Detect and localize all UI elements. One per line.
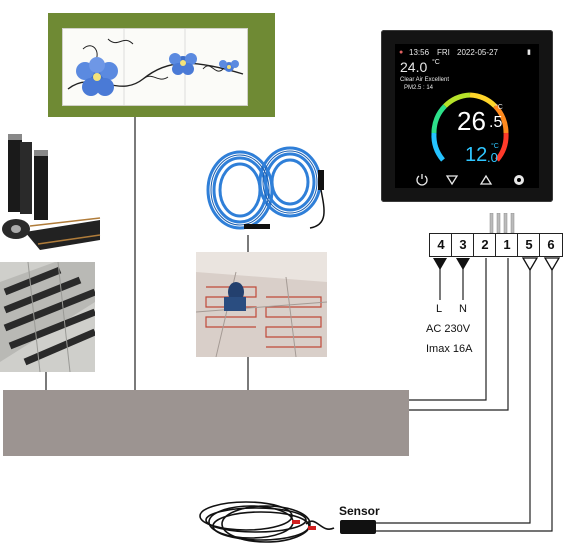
heating-film-floor-image: [0, 262, 95, 372]
label-n: N: [459, 303, 467, 315]
terminal-6: 6: [539, 233, 563, 257]
current-temperature-unit: °C: [495, 104, 503, 111]
current-temperature-decimal: .5: [489, 114, 503, 131]
lock-icon: ▮: [527, 49, 531, 56]
wire-terminal-1: [409, 258, 509, 411]
thermostat-connector-pins: [488, 212, 516, 234]
wire-terminal-5: [375, 268, 531, 524]
heating-film-rolls-image: [0, 122, 102, 250]
set-temperature-integer: 12: [465, 144, 488, 166]
clock-time: 13:56: [409, 48, 430, 57]
up-arrow-icon: [479, 174, 493, 185]
controller-box: [3, 390, 409, 456]
thermostat-screen: ● 13:56 FRI 2022-05-27 ▮ 24.0 °C Clear A…: [395, 44, 539, 188]
flower-panel-illustration: [67, 29, 244, 105]
arrow-terminal-5-icon: [521, 257, 539, 272]
terminal-1: 1: [495, 233, 519, 257]
power-icon: [416, 174, 428, 186]
clock-day: FRI: [437, 48, 450, 57]
arrow-terminal-3-icon: [456, 258, 470, 270]
heating-cable-coils-image: [200, 140, 330, 235]
gear-icon: [514, 175, 524, 185]
terminal-2: 2: [473, 233, 497, 257]
terminal-block: 4 3 2 1 5 6: [429, 233, 563, 257]
terminal-5: 5: [517, 233, 541, 257]
set-temperature-unit: °C: [491, 143, 499, 150]
thermostat-buttons: [416, 174, 524, 186]
terminal-3: 3: [451, 233, 475, 257]
down-arrow-icon: [445, 175, 459, 186]
flower-icon-small: [219, 60, 239, 72]
pm25-text: PM2.5 : 14: [404, 85, 434, 91]
sensor-cable-image: [196, 494, 336, 549]
flower-icon-medium: [169, 53, 197, 75]
room-temperature-unit: °C: [432, 59, 440, 66]
floor-heating-installation-image: [196, 252, 327, 357]
sensor-label: Sensor: [339, 504, 380, 518]
air-quality-text: Clear Air Excellent: [400, 77, 450, 83]
room-temperature: 24.0: [400, 59, 428, 75]
arrow-terminal-4-icon: [433, 258, 447, 270]
heating-panel-image: [62, 28, 248, 106]
temperature-dial: [431, 92, 509, 162]
set-temperature-decimal: .0: [487, 150, 498, 165]
wire-terminal-6: [375, 268, 553, 532]
arrow-terminal-6-icon: [543, 257, 561, 272]
sensor-probe: [340, 520, 376, 534]
wifi-icon: ●: [399, 49, 404, 56]
label-ac-voltage: AC 230V: [426, 323, 471, 335]
clock-date: 2022-05-27: [457, 48, 498, 57]
label-l: L: [436, 303, 443, 315]
current-temperature-integer: 26: [457, 106, 486, 136]
wire-terminal-2: [409, 258, 487, 401]
label-max-current: Imax 16A: [426, 343, 473, 355]
thermostat-device: ● 13:56 FRI 2022-05-27 ▮ 24.0 °C Clear A…: [381, 30, 553, 202]
terminal-4: 4: [429, 233, 453, 257]
flower-icon-large: [76, 57, 118, 96]
